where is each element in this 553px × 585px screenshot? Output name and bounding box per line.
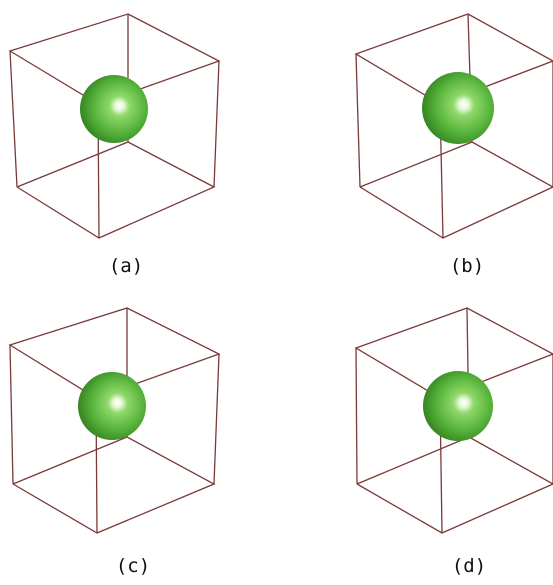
panel-label-d: (d) [452, 555, 486, 577]
panel-d: (d) [354, 307, 553, 577]
sphere-a [80, 75, 148, 143]
panel-b: (b) [354, 13, 553, 277]
panel-a: (a) [8, 13, 221, 277]
panel-label-c: (c) [116, 555, 150, 577]
sphere-b [422, 72, 494, 144]
panel-c: (c) [8, 307, 221, 577]
sphere-d [423, 371, 493, 441]
sphere-c [78, 372, 146, 440]
panel-label-a: (a) [109, 255, 143, 277]
panel-label-b: (b) [450, 255, 484, 277]
